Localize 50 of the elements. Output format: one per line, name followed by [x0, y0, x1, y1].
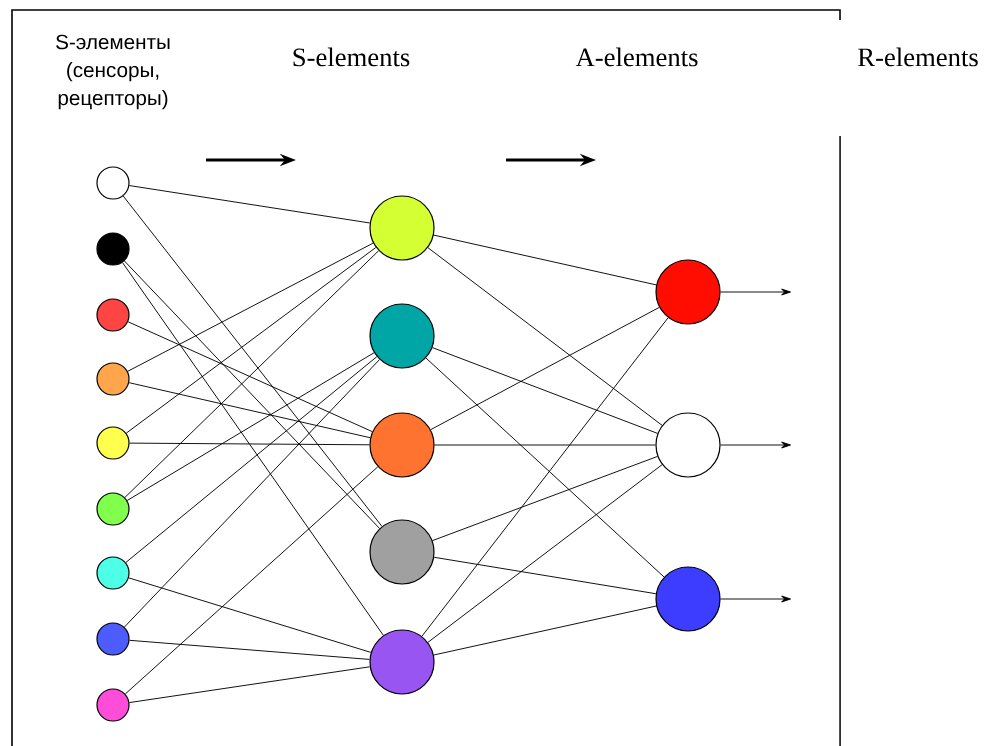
connection-line	[126, 352, 375, 501]
column-heading: R-elements	[858, 47, 978, 67]
connection-line	[128, 185, 371, 224]
connection-line	[432, 347, 658, 434]
connection-line	[127, 321, 373, 433]
neuron-circle	[369, 303, 435, 369]
neuron-circle	[369, 629, 435, 695]
connection-line	[124, 466, 379, 695]
neuron-circle	[655, 412, 721, 478]
connection-line	[433, 556, 657, 595]
neuron-circle	[369, 195, 435, 261]
column-heading: S-elements	[293, 47, 410, 67]
neuron-circle	[96, 426, 130, 460]
connection-line	[125, 247, 377, 434]
connection-line	[421, 317, 669, 637]
neuron-circle	[369, 412, 435, 478]
output-arrow	[720, 288, 791, 296]
neuron-circle	[96, 556, 130, 590]
connection-line	[128, 382, 371, 439]
neuron-circle	[96, 688, 130, 722]
neuron-circle	[96, 232, 130, 266]
connection-line	[129, 442, 370, 446]
connection-line	[430, 306, 660, 431]
connection-line	[427, 464, 663, 643]
output-arrow	[720, 441, 791, 449]
connection-line	[433, 234, 657, 286]
connection-line	[433, 605, 657, 656]
neuron-circle	[96, 622, 130, 656]
connection-line	[432, 455, 658, 542]
neuron-circle	[655, 259, 721, 325]
neuron-circle	[655, 566, 721, 632]
neuron-circle	[96, 298, 130, 332]
neuron-circle	[369, 519, 435, 585]
connection-line	[122, 262, 384, 636]
neuron-circle	[96, 362, 130, 396]
connection-line	[128, 577, 372, 653]
connection-line	[125, 356, 378, 563]
connection-line	[128, 666, 371, 704]
connection-line	[425, 357, 665, 578]
output-arrow	[720, 595, 791, 603]
column-heading: A-elements	[575, 47, 698, 67]
connection-line	[129, 639, 370, 660]
connection-line	[122, 195, 383, 527]
neuron-circle	[96, 492, 130, 526]
connection-line	[427, 247, 663, 426]
connection-line	[127, 242, 374, 372]
column-heading: S-элементы (сенсоры, рецепторы)	[56, 34, 170, 110]
connection-line	[434, 444, 656, 446]
connection-line	[124, 359, 380, 628]
neuron-circle	[96, 166, 130, 200]
